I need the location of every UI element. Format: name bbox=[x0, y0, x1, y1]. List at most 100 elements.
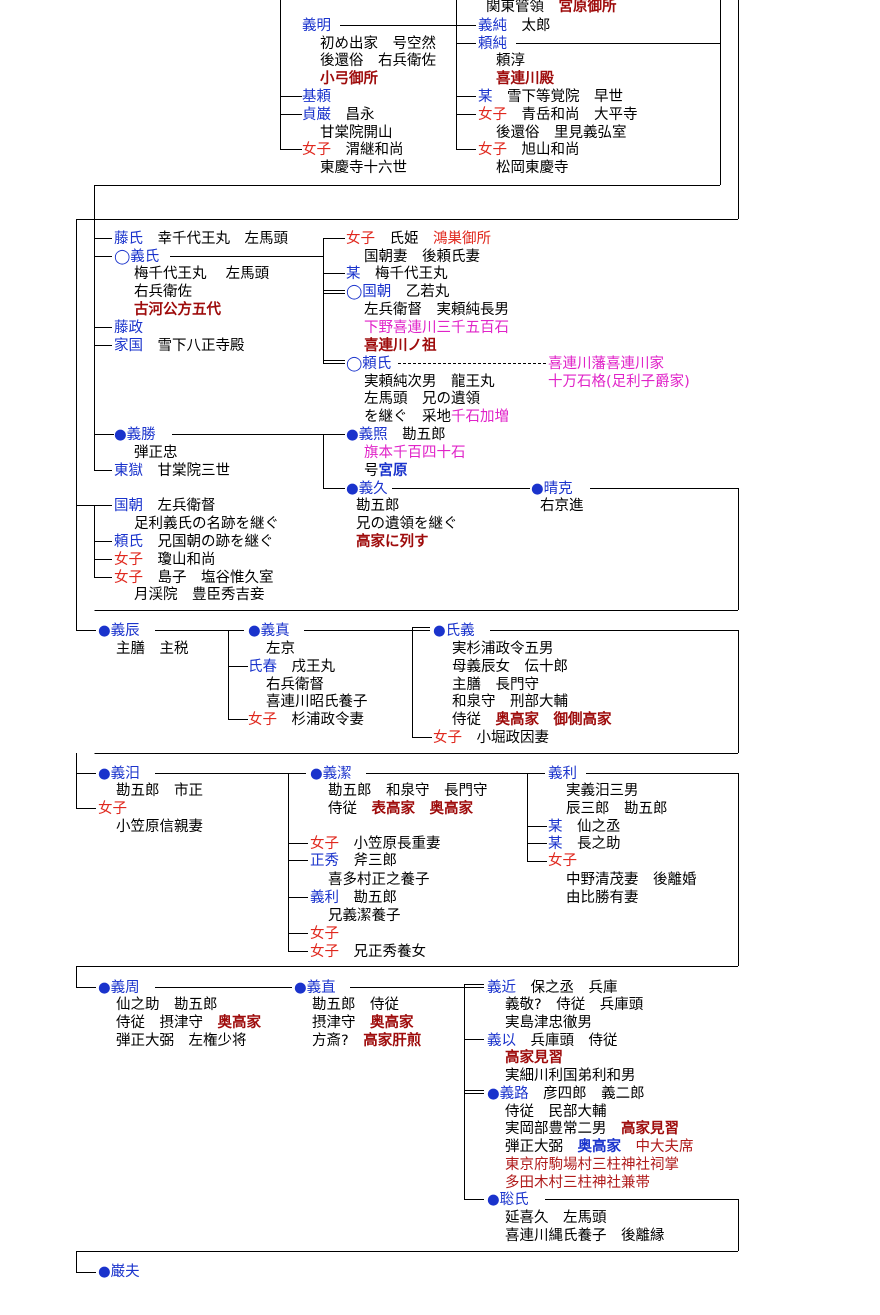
text-segment: ● bbox=[98, 766, 111, 782]
text-segment: 左兵衛督 bbox=[143, 498, 216, 514]
text-segment: 義敬? 侍従 兵庫頭 bbox=[505, 997, 644, 1013]
text-segment: 義直 bbox=[306, 980, 336, 996]
text-segment: 関東管領 bbox=[486, 0, 559, 15]
text-segment: 藤政 bbox=[114, 320, 143, 336]
text-segment: 氏春 bbox=[248, 659, 277, 675]
tree-node-label: 初め出家 号空然 bbox=[320, 35, 436, 53]
tree-node-label: 女子 小堀政因妻 bbox=[433, 729, 549, 747]
text-segment: 女子 bbox=[248, 712, 277, 728]
text-segment: 延喜久 左馬頭 bbox=[505, 1210, 607, 1226]
text-segment: 勘五郎 和泉守 長門守 bbox=[328, 783, 488, 799]
text-segment: 実杉浦政令五男 bbox=[452, 641, 554, 657]
tree-node-label: 関東管領 宮原御所 bbox=[486, 0, 617, 16]
tree-node-label: 後還俗 里見義弘室 bbox=[496, 124, 627, 142]
tree-node-label: 実細川利国弟利和男 bbox=[505, 1067, 636, 1085]
text-segment: ● bbox=[487, 1086, 500, 1102]
tree-node-label: 母義辰女 伝十郎 bbox=[452, 658, 568, 676]
text-segment: 某 bbox=[346, 266, 361, 282]
text-segment: ● bbox=[310, 766, 323, 782]
tree-node-label: 頼氏 兄国朝の跡を継ぐ bbox=[114, 533, 274, 551]
text-segment: 実頼純次男 龍王丸 bbox=[364, 374, 495, 390]
tree-node-label: 家国 雪下八正寺殿 bbox=[114, 337, 245, 355]
tree-node-label: 弾正大弼 左権少将 bbox=[116, 1032, 247, 1050]
tree-node-label: 義近 保之丞 兵庫 bbox=[487, 979, 618, 997]
tree-node-label: 左兵衛督 実頼純長男 bbox=[364, 301, 509, 319]
text-segment: 小弓御所 bbox=[320, 71, 378, 87]
tree-node-label: 義純 太郎 bbox=[478, 17, 551, 35]
text-segment: 主膳 長門守 bbox=[452, 677, 539, 693]
text-segment: ● bbox=[98, 1264, 111, 1280]
tree-node-label: ●晴克 bbox=[531, 480, 573, 498]
text-segment: 表高家 奥高家 bbox=[371, 801, 474, 817]
text-segment: 実義汨三男 bbox=[566, 783, 639, 799]
text-segment: 左京 bbox=[266, 641, 295, 657]
text-segment: 月渓院 豊臣秀吉妾 bbox=[134, 587, 265, 603]
tree-node-label: 頼純 bbox=[478, 35, 507, 53]
text-segment: 女子 bbox=[310, 944, 339, 960]
tree-node-label: 右京進 bbox=[540, 497, 584, 515]
tree-node-label: ●義辰 bbox=[98, 622, 140, 640]
text-segment: 義汨 bbox=[110, 766, 140, 782]
text-segment: 義利 bbox=[310, 890, 339, 906]
text-segment: 貞巌 bbox=[302, 107, 331, 123]
tree-node-label: 女子 氏姫 鴻巣御所 bbox=[346, 230, 491, 248]
tree-node-label: ●義勝 bbox=[114, 426, 156, 444]
tree-node-label: 弾正大弼 奥高家 中大夫席 bbox=[505, 1138, 694, 1156]
tree-node-label: を継ぐ 采地千石加増 bbox=[364, 408, 509, 426]
text-segment: 義辰 bbox=[110, 623, 140, 639]
tree-node-label: 高家見習 bbox=[505, 1049, 563, 1067]
text-segment: 義路 bbox=[499, 1086, 529, 1102]
tree-node-label: 延喜久 左馬頭 bbox=[505, 1209, 607, 1227]
tree-node-label: 喜多村正之養子 bbox=[328, 871, 430, 889]
text-segment: 女子 bbox=[310, 836, 339, 852]
tree-node-label: 義以 兵庫頭 侍従 bbox=[487, 1032, 618, 1050]
text-segment: 喜多村正之養子 bbox=[328, 872, 430, 888]
text-segment: 国朝 bbox=[114, 498, 143, 514]
tree-node-label: 下野喜連川三千五百石 bbox=[364, 319, 509, 337]
text-segment: 氏姫 bbox=[375, 231, 433, 247]
text-segment: 旗本千百四十石 bbox=[364, 445, 466, 461]
tree-node-label: 喜連川藩喜連川家 bbox=[548, 355, 664, 373]
text-segment: 兄国朝の跡を継ぐ bbox=[143, 534, 274, 550]
tree-node-label: 実島津忠徹男 bbox=[505, 1014, 592, 1032]
text-segment: 正秀 bbox=[310, 853, 339, 869]
text-segment: 喜連川ノ祖 bbox=[364, 338, 437, 354]
text-segment: ● bbox=[114, 427, 127, 443]
tree-node-label: 旗本千百四十石 bbox=[364, 444, 466, 462]
tree-node-label: 東慶寺十六世 bbox=[320, 159, 407, 177]
text-segment: 喜連川殿 bbox=[496, 71, 554, 87]
tree-node-label: 国朝妻 後頼氏妻 bbox=[364, 248, 480, 266]
text-segment: 青岳和尚 大平寺 bbox=[507, 107, 638, 123]
tree-node-label: 十万石格(足利子爵家) bbox=[548, 373, 690, 391]
text-segment: 義潔 bbox=[322, 766, 352, 782]
text-segment: ● bbox=[98, 623, 111, 639]
text-segment: 某 bbox=[548, 819, 563, 835]
text-segment: 左兵衛督 実頼純長男 bbox=[364, 302, 509, 318]
tree-node-label: 右兵衛督 bbox=[266, 676, 324, 694]
text-segment: 方斎? bbox=[312, 1033, 364, 1049]
text-segment: 渭継和尚 bbox=[331, 142, 404, 158]
tree-node-label: 女子 小笠原長重妻 bbox=[310, 835, 441, 853]
text-segment: 足利義氏の名跡を継ぐ bbox=[134, 516, 279, 532]
text-segment: ◯頼氏 bbox=[346, 356, 392, 372]
tree-node-label: 梅千代王丸 左馬頭 bbox=[134, 265, 269, 283]
text-segment: 義照 bbox=[358, 427, 388, 443]
tree-node-label: 侍従 奥高家 御側高家 bbox=[452, 711, 612, 729]
tree-node-label: 兄義潔養子 bbox=[328, 907, 401, 925]
text-segment: 巌夫 bbox=[110, 1264, 140, 1280]
tree-node-label: 義敬? 侍従 兵庫頭 bbox=[505, 996, 643, 1014]
text-segment: 女子 bbox=[310, 926, 339, 942]
text-segment: 義近 bbox=[487, 980, 516, 996]
text-segment: 長之助 bbox=[562, 836, 621, 852]
text-segment: 由比勝有妻 bbox=[566, 890, 639, 906]
text-segment: 仙之丞 bbox=[562, 819, 621, 835]
tree-node-label: ●義真 bbox=[248, 622, 290, 640]
tree-node-label: 女子 瓊山和尚 bbox=[114, 551, 216, 569]
text-segment: 太郎 bbox=[507, 18, 551, 34]
tree-node-label: ◯頼氏 bbox=[346, 355, 391, 373]
text-segment: 松岡東慶寺 bbox=[496, 160, 569, 176]
text-segment: 乙若丸 bbox=[391, 284, 450, 300]
tree-node-label: 義利 勘五郎 bbox=[310, 889, 397, 907]
tree-node-label: ●巌夫 bbox=[98, 1263, 140, 1281]
tree-node-label: 女子 旭山和尚 bbox=[478, 141, 580, 159]
